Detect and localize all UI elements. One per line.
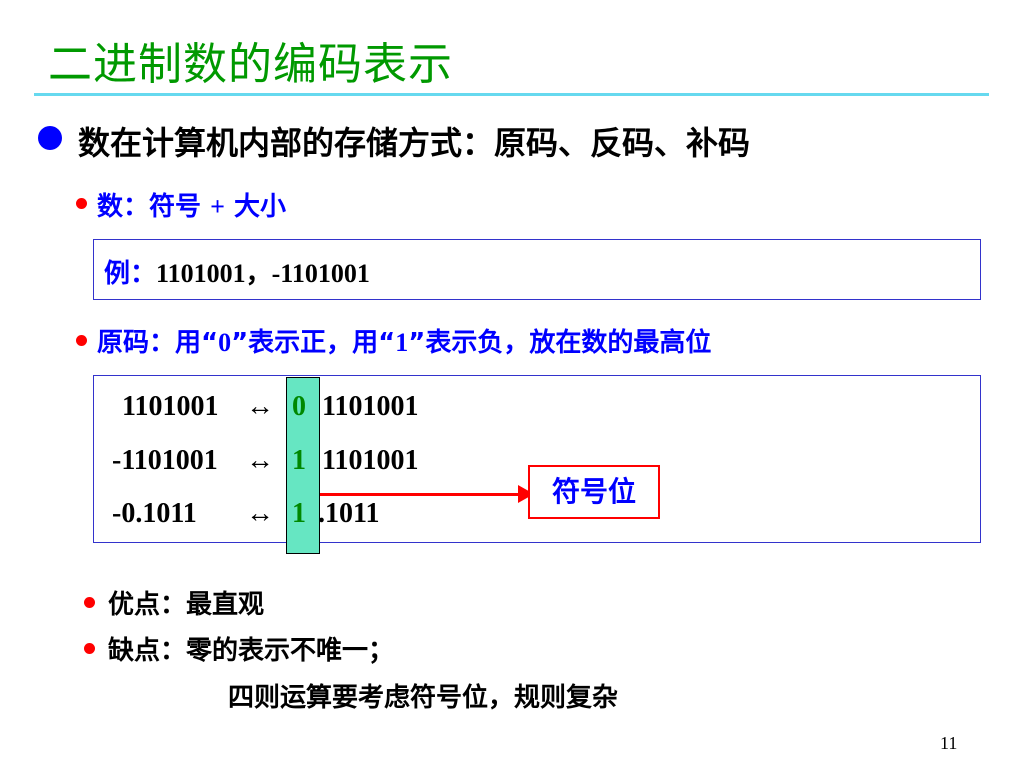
- red-bullet-icon: [76, 198, 87, 209]
- yuanma-text-2: ”表示正，用“: [231, 328, 396, 358]
- row-magnitude: .1011: [318, 498, 380, 529]
- example-box: [93, 239, 981, 300]
- red-bullet-icon: [84, 643, 95, 654]
- page-number: 11: [940, 733, 958, 753]
- double-arrow-icon: ↔: [246, 445, 274, 476]
- sub-point-yuanma: 原码：用“0”表示正，用“1”表示负，放在数的最高位: [97, 322, 711, 359]
- double-arrow-icon: ↔: [246, 391, 274, 422]
- sign-bit-callout: 符号位: [528, 465, 660, 519]
- yuanma-text-3: ”表示负，放在数的最高位: [408, 328, 712, 358]
- yuanma-text-1: 原码：用“: [97, 328, 219, 358]
- row-sign-bit: 1: [292, 445, 306, 476]
- plus-sign: +: [210, 192, 225, 221]
- advantages-text: 优点：最直观: [108, 590, 265, 620]
- red-bullet-icon: [84, 597, 95, 608]
- sub-point-sign-magnitude: 数：符号 + 大小: [97, 186, 286, 223]
- title-divider: [34, 93, 989, 96]
- sub-point-label: 数：符号: [97, 192, 211, 222]
- row-original: -1101001: [112, 445, 218, 476]
- disadvantages-text: 缺点：零的表示不唯一；: [108, 636, 395, 666]
- encoding-row: -1101001: [112, 445, 218, 477]
- disadvantages-text-continued: 四则运算要考虑符号位，规则复杂: [228, 683, 619, 713]
- row-original: -0.1011: [112, 498, 197, 529]
- bullet-icon: [38, 126, 62, 150]
- row-sign-bit: 1: [292, 498, 306, 529]
- yuanma-zero: 0: [218, 328, 232, 357]
- sub-point-rest: 大小: [224, 192, 286, 222]
- double-arrow-icon: ↔: [246, 498, 274, 529]
- red-bullet-icon: [76, 335, 87, 346]
- slide-title: 二进制数的编码表示: [48, 39, 453, 90]
- row-magnitude: 1101001: [322, 391, 419, 422]
- example-values: 1101001，-1101001: [156, 259, 370, 288]
- row-sign-bit: 0: [292, 391, 306, 422]
- sign-bit-highlight: [286, 377, 320, 554]
- encoding-row: 1101001: [122, 391, 218, 423]
- example-label: 例: [104, 259, 131, 289]
- encoding-row: -0.1011: [112, 498, 197, 530]
- yuanma-one: 1: [395, 328, 409, 357]
- main-point: 数在计算机内部的存储方式：原码、反码、补码: [78, 124, 751, 162]
- row-original: 1101001: [122, 391, 219, 422]
- example-line: 例：1101001，-1101001: [104, 253, 370, 290]
- pointer-arrow-line: [320, 493, 520, 496]
- example-colon: ：: [130, 259, 157, 289]
- row-magnitude: 1101001: [322, 445, 419, 476]
